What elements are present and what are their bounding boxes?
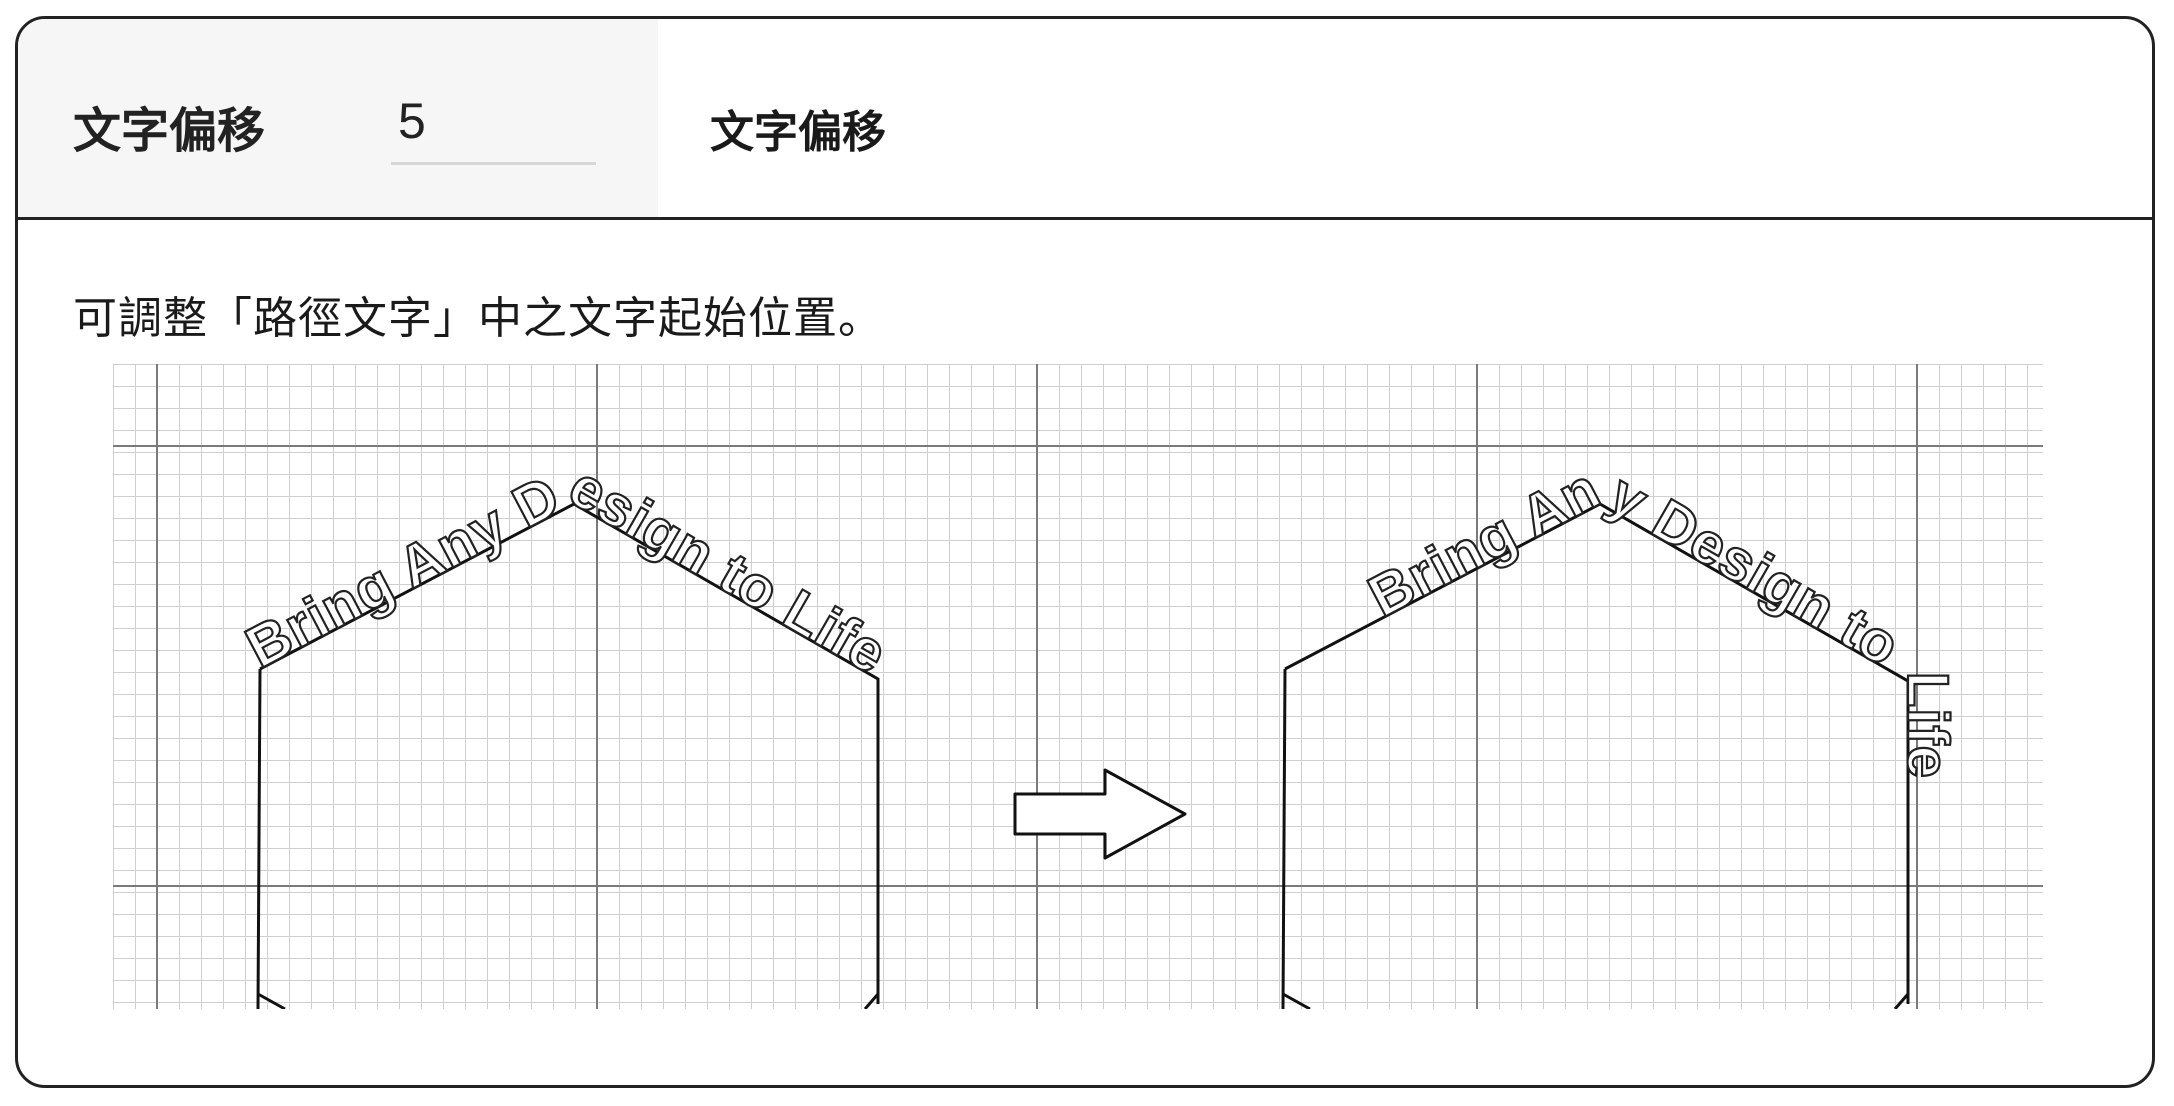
card-header: 文字偏移 文字偏移 bbox=[18, 19, 2152, 220]
text-offset-input[interactable] bbox=[391, 79, 596, 165]
right-arrow-icon bbox=[1013, 768, 1187, 860]
section-title: 文字偏移 bbox=[710, 107, 886, 158]
parameter-panel: 文字偏移 bbox=[18, 19, 658, 217]
text-offset-card: 文字偏移 文字偏移 可調整「路徑文字」中之文字起始位置。 bbox=[15, 16, 2155, 1088]
text-offset-label: 文字偏移 bbox=[73, 103, 266, 159]
illustration-diagram: Bring Any Design to Life Bring Any Desig… bbox=[113, 364, 2043, 1009]
grid-background bbox=[113, 364, 2043, 1009]
description-text: 可調整「路徑文字」中之文字起始位置。 bbox=[73, 293, 883, 344]
